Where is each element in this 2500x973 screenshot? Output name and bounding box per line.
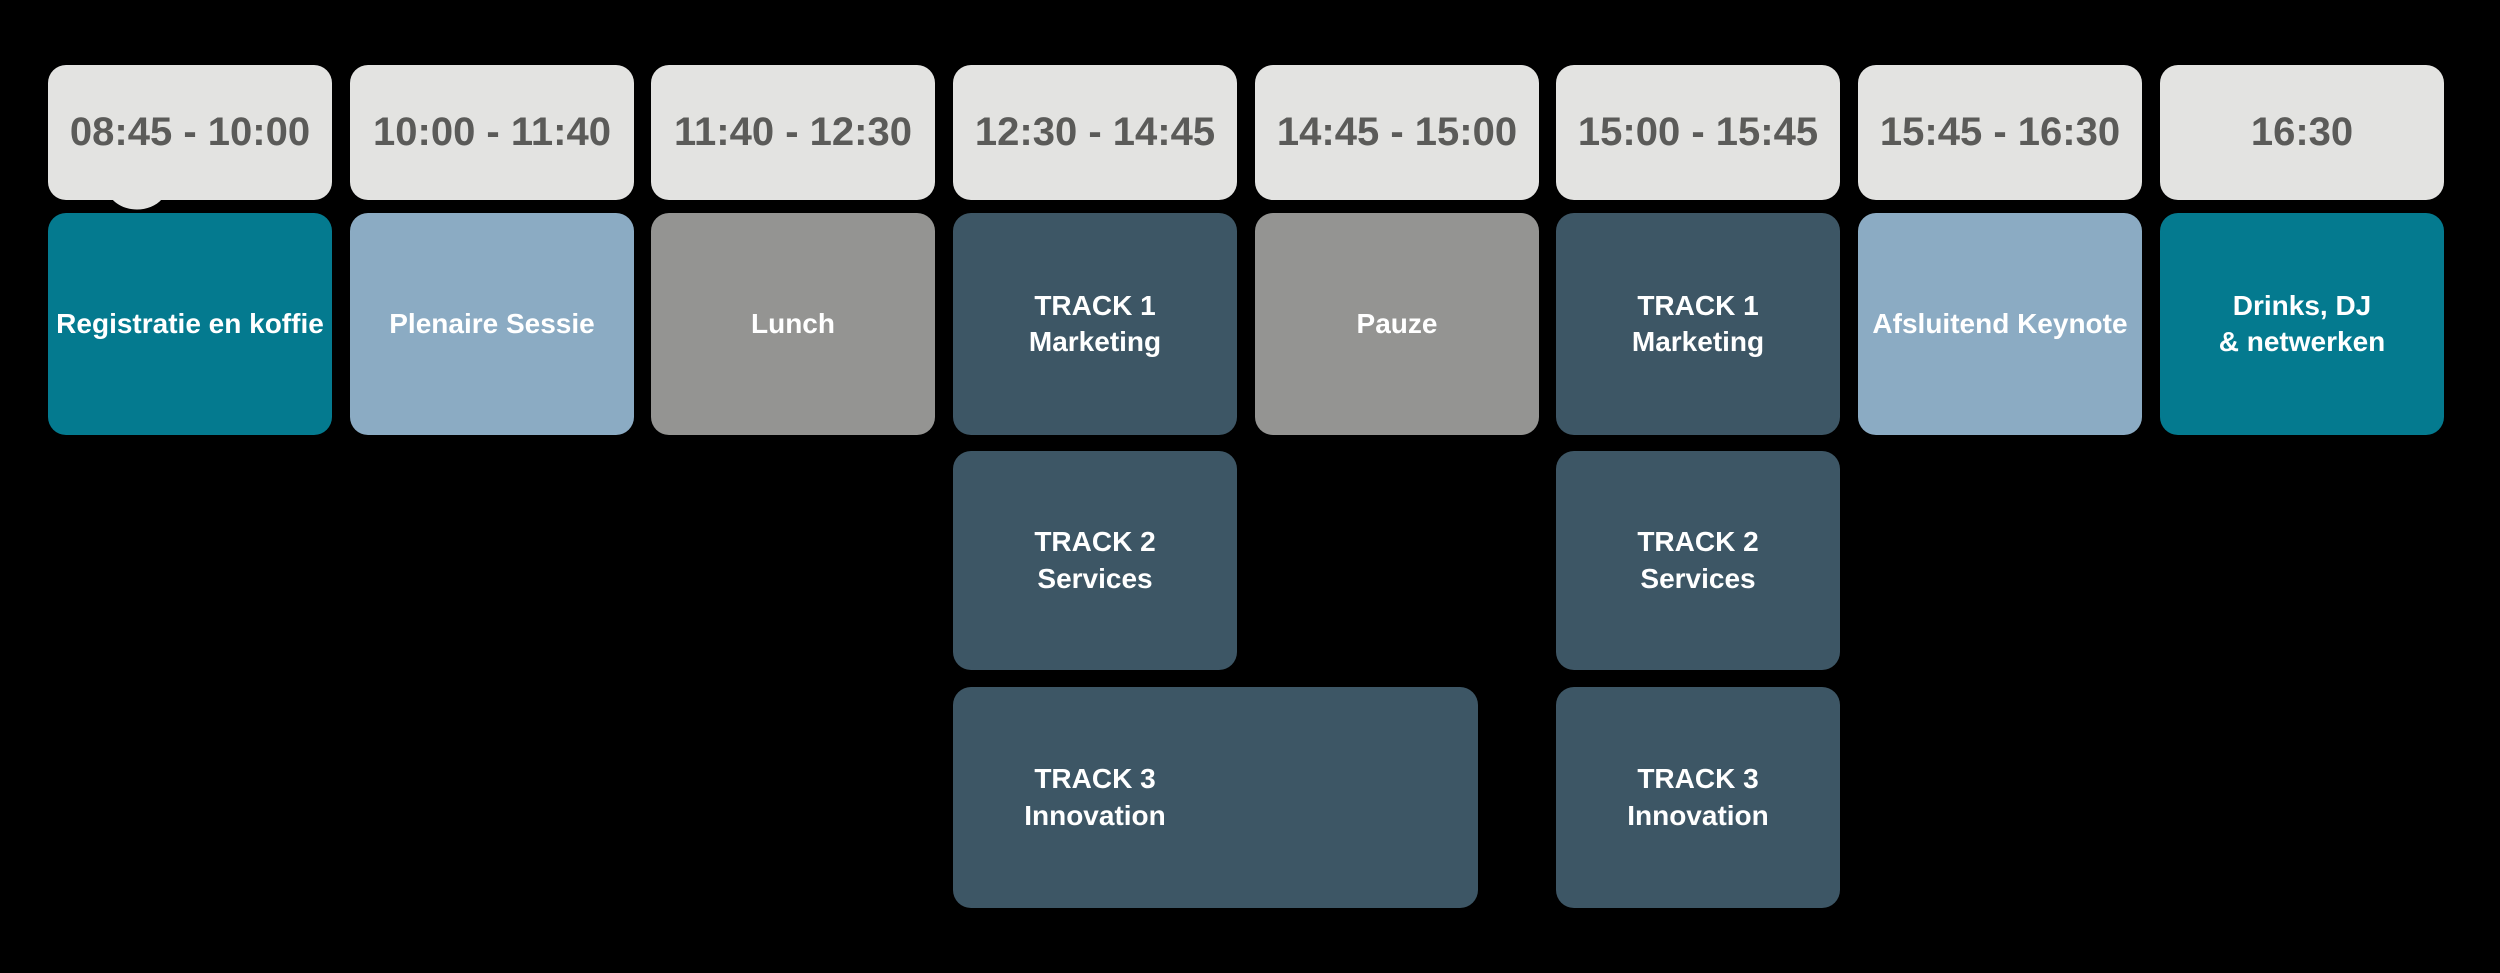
session-label: TRACK 2 Services [1637,524,1758,597]
session-label: TRACK 1 Marketing [1029,288,1161,361]
session-label-line: Plenaire Sessie [389,307,595,339]
session-label: TRACK 1 Marketing [1632,288,1764,361]
session-label-line: Marketing [1028,326,1162,357]
session-label: TRACK 2 Services [1034,524,1155,597]
session-track1-marketing-1500: TRACK 1 Marketing [1556,213,1840,435]
session-label: Afsluitend Keynote [1872,306,2127,342]
timeslot-pointer-tail [112,199,162,210]
session-track2-services-1230: TRACK 2 Services [953,451,1237,670]
session-label-line: & netwerken [2218,326,2386,357]
session-label: Registratie en koffie [56,306,324,342]
session-label-line: Innovation [1024,799,1166,831]
timeslot-label: 08:45 - 10:00 [69,110,311,154]
timeslot-label: 15:45 - 16:30 [1879,110,2121,154]
session-track3-innovation-1230: TRACK 3 Innovation [953,687,1478,908]
timeslot-label: 11:40 - 12:30 [674,110,912,154]
timeslot-label: 15:00 - 15:45 [1577,110,1819,154]
timeslot-0845-1000: 08:45 - 10:00 [48,65,332,210]
session-label: Lunch [751,306,835,342]
session-label: Plenaire Sessie [389,306,594,342]
timeslot-label: 10:00 - 11:40 [373,110,611,154]
timeslot-1000-1140: 10:00 - 11:40 [350,65,634,200]
session-label-line: Registratie en koffie [56,307,324,339]
session-label: Pauze [1357,306,1438,342]
session-label-line: Marketing [1631,326,1765,357]
session-pauze: Pauze [1255,213,1539,435]
session-label: TRACK 3 Innovation [953,761,1237,834]
session-afsluitend-keynote: Afsluitend Keynote [1858,213,2142,435]
session-lunch: Lunch [651,213,935,435]
session-label-line: TRACK 3 [1637,763,1759,795]
session-label-line: Services [1640,562,1756,594]
timeslot-label: 16:30 [2250,110,2354,154]
timeslot-label: 14:45 - 15:00 [1276,110,1518,154]
session-track2-services-1500: TRACK 2 Services [1556,451,1840,670]
timeslot-1545-1630: 15:45 - 16:30 [1858,65,2142,200]
session-drinks-dj-netwerken: Drinks, DJ & netwerken [2160,213,2444,435]
session-track1-marketing-1230: TRACK 1 Marketing [953,213,1237,435]
session-label: Drinks, DJ & netwerken [2219,288,2386,361]
session-label-line: TRACK 1 [1637,289,1759,321]
session-registratie-en-koffie: Registratie en koffie [48,213,332,435]
session-label-line: Lunch [751,307,835,339]
timeslot-label: 12:30 - 14:45 [974,110,1216,154]
timeslot-1230-1445: 12:30 - 14:45 [953,65,1237,200]
session-label-line: Services [1037,562,1153,594]
session-label: TRACK 3 Innovation [1627,761,1769,834]
session-label-line: Pauze [1356,307,1438,339]
session-label-line: Drinks, DJ [2232,289,2372,321]
timeslot-1445-1500: 14:45 - 15:00 [1255,65,1539,200]
session-label-line: Innovation [1627,799,1769,831]
session-label-line: TRACK 2 [1637,526,1759,558]
session-label-line: TRACK 1 [1034,289,1156,321]
session-label-line: Afsluitend Keynote [1872,307,2128,339]
session-track3-innovation-1500: TRACK 3 Innovation [1556,687,1840,908]
session-plenaire-sessie: Plenaire Sessie [350,213,634,435]
timeslot-1500-1545: 15:00 - 15:45 [1556,65,1840,200]
session-label-line: TRACK 2 [1034,526,1156,558]
session-label-line: TRACK 3 [1034,763,1156,795]
timeslot-1630: 16:30 [2160,65,2444,200]
timeslot-1140-1230: 11:40 - 12:30 [651,65,935,200]
